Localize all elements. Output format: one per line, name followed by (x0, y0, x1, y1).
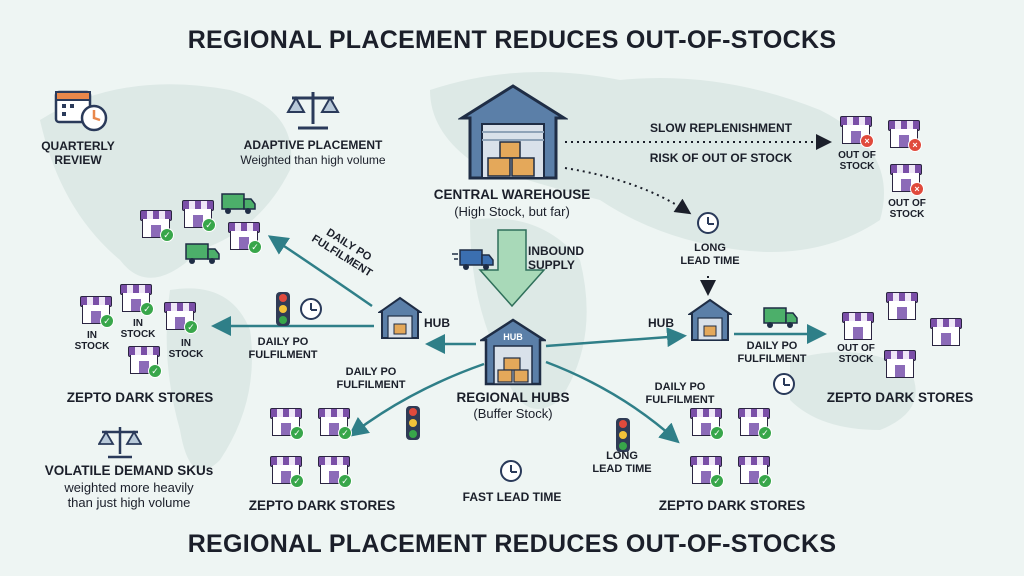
traffic-light-icon (406, 406, 420, 440)
long-lead-time-label: LONG LEAD TIME (680, 242, 740, 267)
adaptive-placement-sub: Weighted than high volume (240, 153, 386, 167)
volatile-demand-title: VOLATILE DEMAND SKUs (44, 463, 214, 478)
dark-store-icon: ✓ (690, 408, 724, 440)
dark-store-icon: ✓ (318, 456, 352, 488)
clock-icon (300, 298, 322, 320)
daily-po-label: DAILY PO FULFILMENT (737, 340, 807, 365)
clock-icon (773, 373, 795, 395)
in-stock-label: IN STOCK (74, 330, 110, 352)
regional-hub-icon (480, 318, 546, 386)
dark-store-icon: × (840, 116, 874, 148)
inbound-supply-label: INBOUND SUPPLY (528, 244, 584, 272)
dark-store-icon: ✓ (738, 408, 772, 440)
hub-warehouse-icon (688, 298, 732, 341)
quarterly-review-label: QUARTERLY REVIEW (41, 139, 115, 167)
central-warehouse-sub: (High Stock, but far) (454, 204, 570, 219)
clock-icon (697, 212, 719, 234)
slow-replenishment-label: SLOW REPLENISHMENT (649, 121, 792, 135)
dark-store-icon: ✓ (128, 346, 162, 378)
daily-po-label: DAILY PO FULFILMENT (645, 381, 715, 406)
out-of-stock-label: OUT OF STOCK (838, 150, 876, 172)
dark-store-icon: ✓ (140, 210, 174, 242)
dark-store-icon: ✓ (120, 284, 154, 316)
clock-icon (500, 460, 522, 482)
dark-store-icon (930, 318, 964, 350)
delivery-truck-icon (185, 243, 220, 264)
calendar-stopwatch-icon (54, 90, 108, 132)
regional-hubs-title: REGIONAL HUBS (456, 390, 570, 405)
dark-store-icon: ✓ (80, 296, 114, 328)
in-stock-label: IN STOCK (168, 338, 204, 360)
risk-label: RISK OF OUT OF STOCK (649, 151, 793, 165)
dark-store-icon: ✓ (270, 408, 304, 440)
out-of-stock-label: OUT OF STOCK (837, 343, 875, 365)
dark-store-icon: ✓ (164, 302, 198, 334)
volatile-demand-sub: weighted more heavily than just high vol… (64, 480, 194, 510)
scale-icon (286, 92, 340, 130)
dark-store-icon: ✓ (270, 456, 304, 488)
zepto-dark-stores-left: ZEPTO DARK STORES (66, 390, 214, 405)
fast-lead-time-label: FAST LEAD TIME (462, 490, 562, 504)
in-stock-label: IN STOCK (120, 318, 156, 340)
delivery-truck-icon (452, 249, 494, 270)
scale-icon (98, 427, 142, 459)
traffic-light-icon (276, 292, 290, 326)
page-title: REGIONAL PLACEMENT REDUCES OUT-OF-STOCKS (187, 26, 837, 54)
hub-right-label: HUB (648, 316, 674, 330)
hub-left-label: HUB (424, 316, 450, 330)
delivery-truck-icon (763, 307, 798, 328)
zepto-dark-stores-right: ZEPTO DARK STORES (826, 390, 974, 405)
dark-store-icon: ✓ (182, 200, 216, 232)
dark-store-icon: ✓ (228, 222, 262, 254)
central-warehouse-title: CENTRAL WAREHOUSE (433, 187, 591, 202)
out-of-stock-label: OUT OF STOCK (888, 198, 926, 220)
adaptive-placement-title: ADAPTIVE PLACEMENT (243, 138, 383, 152)
delivery-truck-icon (221, 193, 256, 214)
footer-title: REGIONAL PLACEMENT REDUCES OUT-OF-STOCKS (187, 530, 837, 558)
zepto-dark-stores-bottom-right: ZEPTO DARK STORES (658, 498, 806, 513)
hub-box-label: HUB (503, 332, 523, 342)
zepto-dark-stores-bottom-left: ZEPTO DARK STORES (248, 498, 396, 513)
daily-po-label: DAILY PO FULFILMENT (248, 336, 318, 361)
dark-store-icon (884, 350, 918, 382)
regional-hubs-sub: (Buffer Stock) (473, 406, 553, 421)
long-lead-time-label: LONG LEAD TIME (592, 450, 652, 475)
dark-store-icon: ✓ (690, 456, 724, 488)
traffic-light-icon (616, 418, 630, 452)
dark-store-icon: ✓ (738, 456, 772, 488)
dark-store-icon (842, 312, 876, 344)
daily-po-label: DAILY PO FULFILMENT (336, 366, 406, 391)
dark-store-icon: ✓ (318, 408, 352, 440)
dark-store-icon (886, 292, 920, 324)
central-warehouse-icon (458, 84, 568, 180)
hub-warehouse-icon (378, 296, 422, 339)
dark-store-icon: × (888, 120, 922, 152)
dark-store-icon: × (890, 164, 924, 196)
